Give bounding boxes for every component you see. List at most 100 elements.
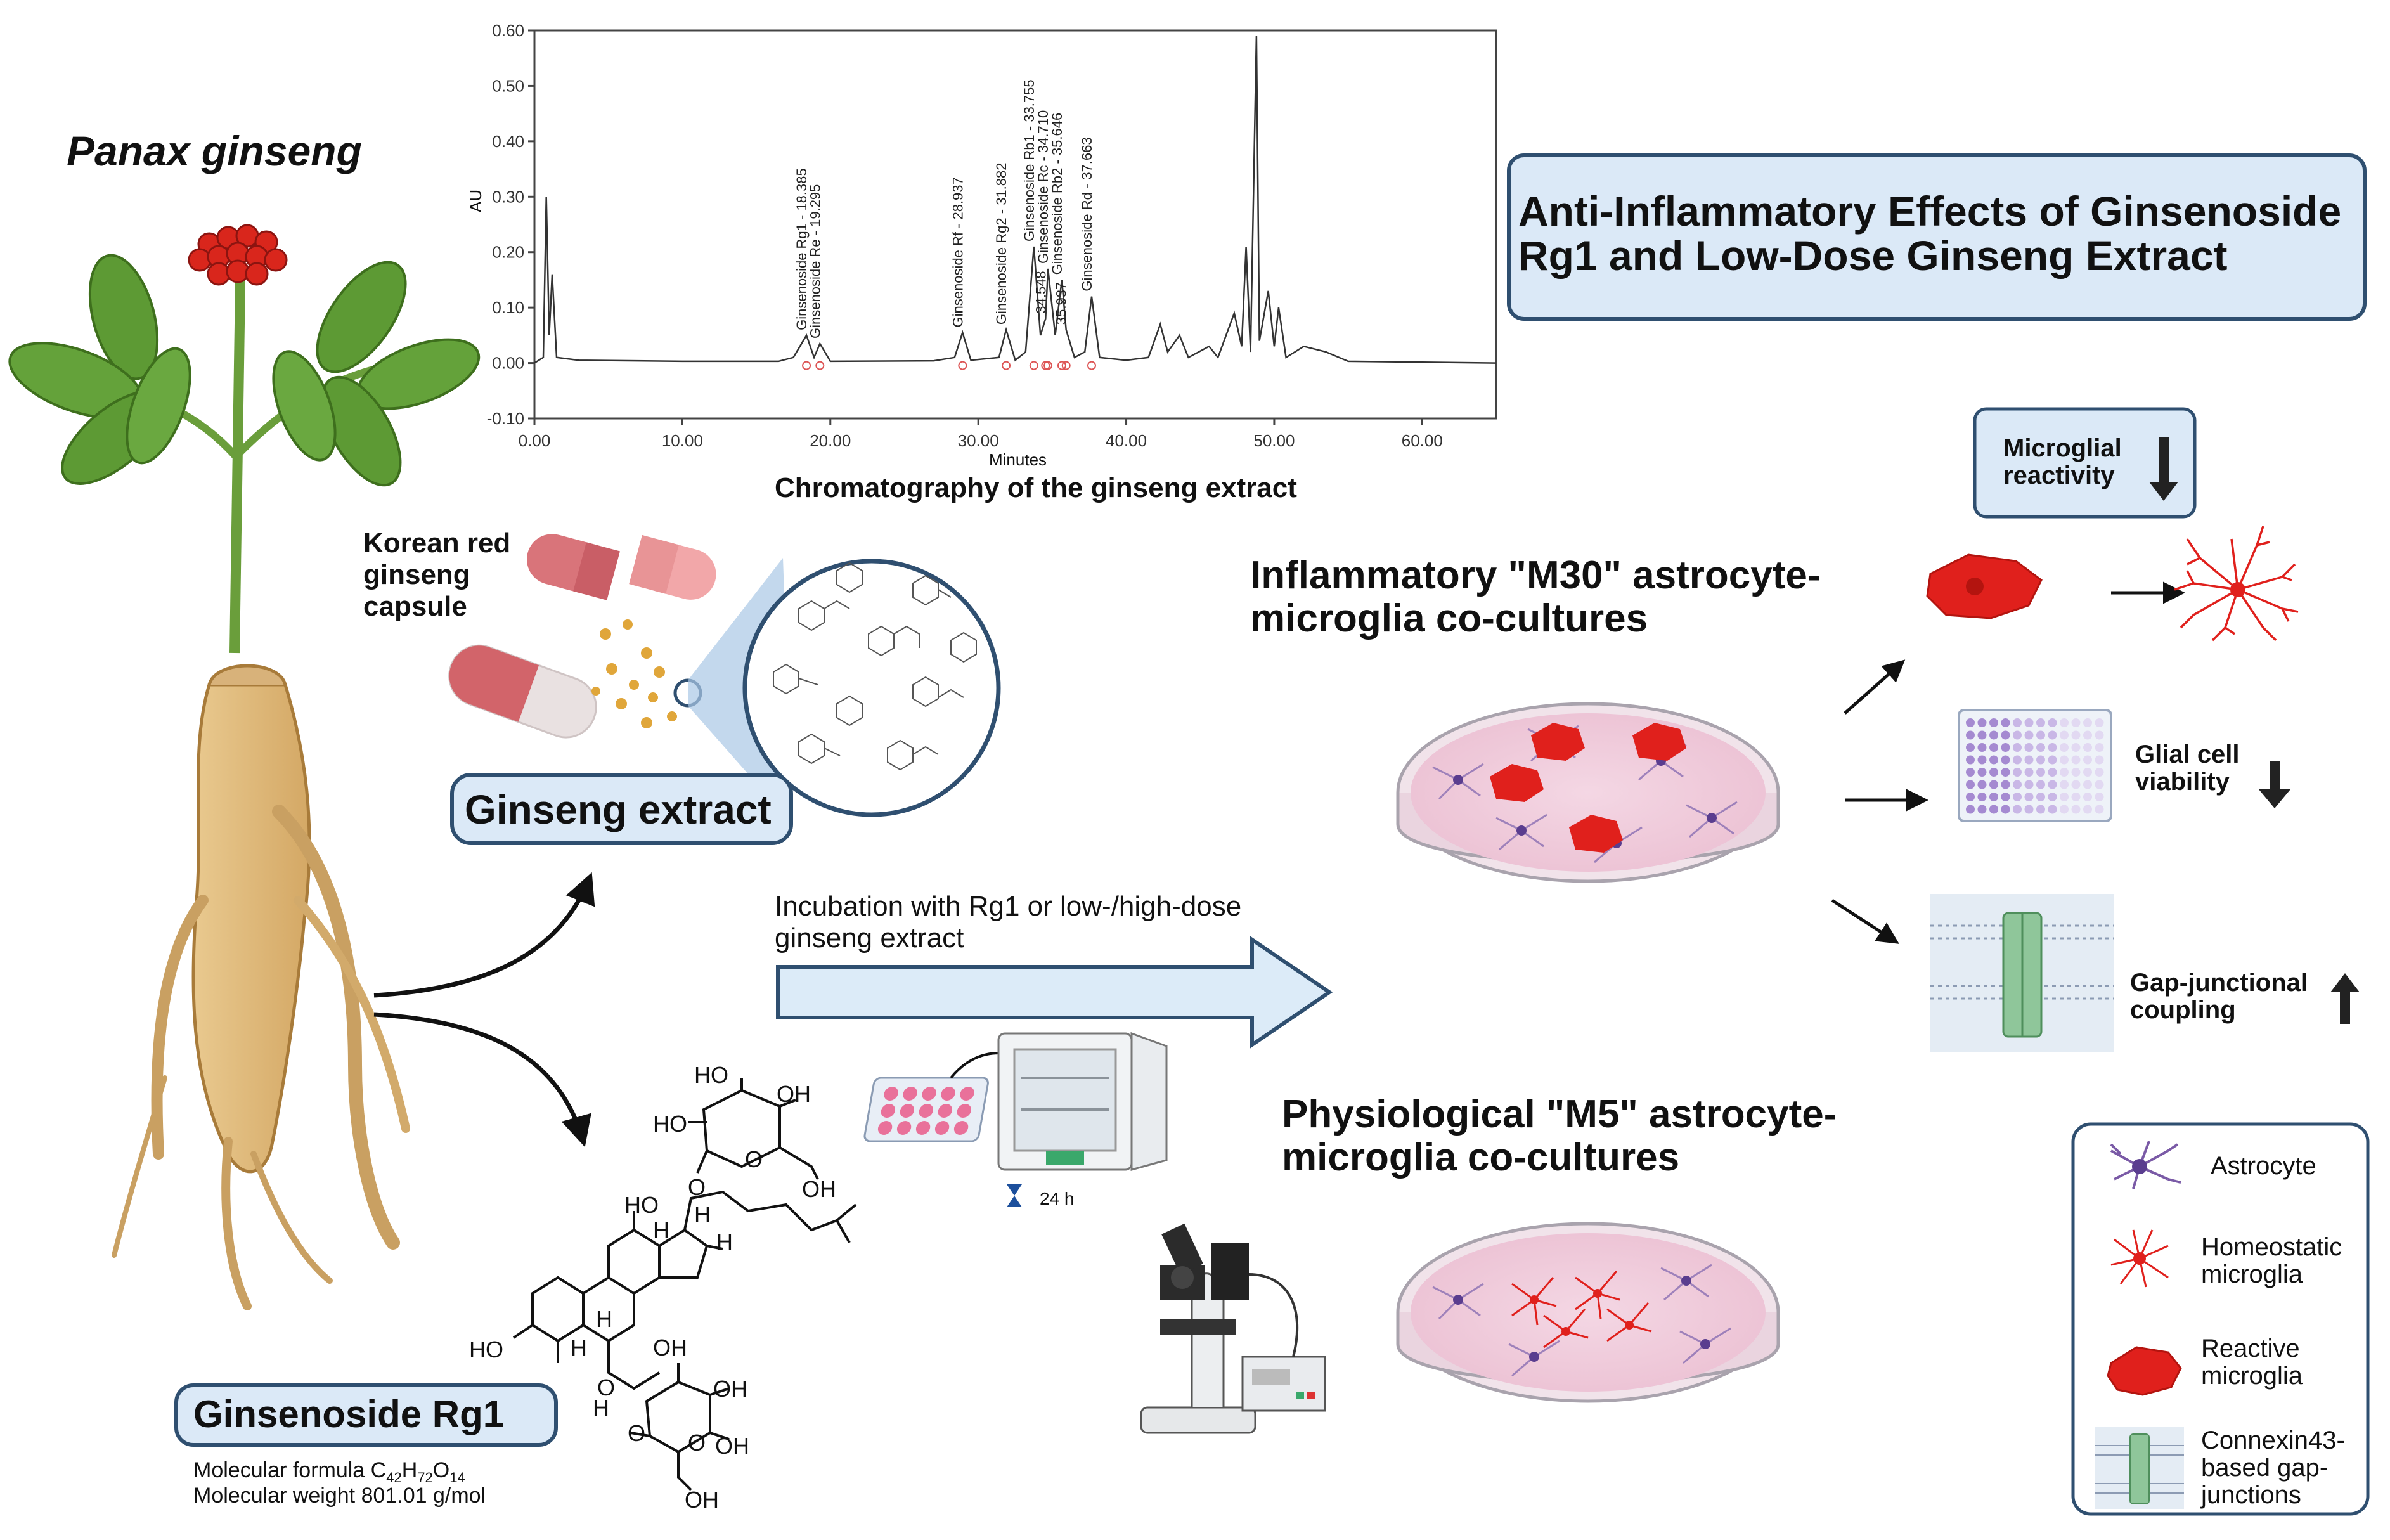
m30-dish-illustration (1396, 702, 1780, 883)
well (2001, 718, 2010, 727)
m5-dish-illustration (1396, 1222, 1780, 1403)
peak-marker (1061, 361, 1071, 370)
well (2071, 793, 2081, 801)
y-tick-label: 0.40 (492, 132, 524, 151)
x-tick-label: 0.00 (519, 431, 551, 450)
rg1-label: Ginsenoside Rg1 (193, 1393, 505, 1435)
peak-marker (1002, 361, 1011, 370)
peak-marker (1057, 361, 1066, 370)
peak-marker (815, 361, 825, 370)
formula-h-letter: H (401, 1458, 418, 1482)
reactivity-label-line2: reactivity (2003, 462, 2115, 489)
well (1989, 730, 1998, 740)
well (2036, 805, 2045, 814)
peak-marker (1087, 361, 1096, 370)
coupling-label-line2: coupling (2130, 996, 2236, 1024)
legend-astrocyte-label: Astrocyte (2211, 1152, 2316, 1180)
well (2048, 743, 2057, 752)
well (1966, 718, 1975, 727)
well (2095, 730, 2104, 740)
well (2095, 793, 2104, 801)
well (1966, 755, 1975, 765)
well (1989, 718, 1998, 727)
chart-plot-frame (533, 29, 1497, 420)
capsule-illustration (448, 534, 1001, 824)
m5-title-line1: Physiological "M5" astrocyte- (1282, 1092, 1837, 1136)
formula-o-subscript: 14 (449, 1469, 465, 1485)
well (2013, 730, 2022, 740)
x-tick-label: 50.00 (1253, 431, 1295, 450)
well (2048, 718, 2057, 727)
well (2024, 768, 2034, 777)
well (2048, 768, 2057, 777)
title-line2: Rg1 and Low-Dose Ginseng Extract (1518, 232, 2228, 279)
legend-homeostatic-icon (2110, 1229, 2169, 1288)
well (1977, 805, 1987, 814)
rg1-structure-drawing (512, 1078, 857, 1491)
well (2083, 793, 2092, 801)
well (1966, 730, 1975, 740)
coupling-label-line1: Gap-junctional (2130, 969, 2308, 997)
well (2001, 793, 2010, 801)
incubation-line1: Incubation with Rg1 or low-/high-dose (775, 891, 1242, 922)
peak-marker (802, 361, 811, 370)
well (2060, 730, 2069, 740)
capsule-label-line3: capsule (363, 591, 467, 622)
well (2001, 743, 2010, 752)
well (2036, 780, 2045, 789)
x-tick-label: 60.00 (1402, 431, 1443, 450)
chart-caption: Chromatography of the ginseng extract (775, 472, 1297, 503)
peak-label: Ginsenoside Rg1 - 18.385 (794, 168, 810, 330)
well (2001, 780, 2010, 789)
well (2071, 768, 2081, 777)
atom-label: OH (715, 1433, 749, 1459)
well (2083, 755, 2092, 765)
y-tick-label: 0.60 (492, 21, 524, 40)
well (1977, 718, 1987, 727)
atom-label: OH (802, 1176, 836, 1202)
x-tick-label: 40.00 (1106, 431, 1147, 450)
well (1989, 793, 1998, 801)
atom-label: HO (624, 1192, 659, 1218)
atom-label: HO (469, 1336, 503, 1362)
well (2083, 743, 2092, 752)
well (1966, 743, 1975, 752)
m30-title-line2: microglia co-cultures (1250, 597, 1648, 640)
well (2083, 780, 2092, 789)
well (1977, 743, 1987, 752)
x-tick-label: 20.00 (810, 431, 851, 450)
well (2013, 755, 2022, 765)
atom-label: O (745, 1146, 763, 1172)
peak-marker (1041, 361, 1050, 370)
capsule-label-line1: Korean red (363, 527, 511, 559)
legend-cx43-line2: based gap- (2201, 1454, 2329, 1482)
legend-cx43-line3: junctions (2201, 1481, 2301, 1509)
atom-label: H (653, 1217, 669, 1243)
chromatogram-trace (534, 36, 1497, 364)
well (2024, 743, 2034, 752)
arrow-to-coupling (1831, 898, 1899, 944)
legend-homeostatic-line1: Homeostatic (2201, 1233, 2342, 1261)
extract-label: Ginseng extract (465, 787, 772, 832)
peak-marker (958, 361, 967, 370)
reactivity-box-frame (1973, 407, 2197, 519)
well (1966, 793, 1975, 801)
well (2036, 793, 2045, 801)
well (2071, 780, 2081, 789)
y-tick-label: -0.10 (487, 409, 524, 428)
well (2071, 718, 2081, 727)
legend-cx43-line1: Connexin43- (2201, 1427, 2345, 1454)
well (2024, 718, 2034, 727)
viability-label-line2: viability (2135, 768, 2230, 796)
y-tick-label: 0.30 (492, 187, 524, 206)
chart-x-axis-label: Minutes (989, 450, 1047, 469)
well-plate-incubator-illustration (863, 1032, 1168, 1207)
well (2095, 743, 2104, 752)
up-arrow-icon (2330, 973, 2360, 1024)
well (2013, 780, 2022, 789)
plant-title: Panax ginseng (67, 127, 362, 174)
arrow-to-reactivity (1844, 659, 1906, 715)
well (2024, 780, 2034, 789)
well (1989, 743, 1998, 752)
